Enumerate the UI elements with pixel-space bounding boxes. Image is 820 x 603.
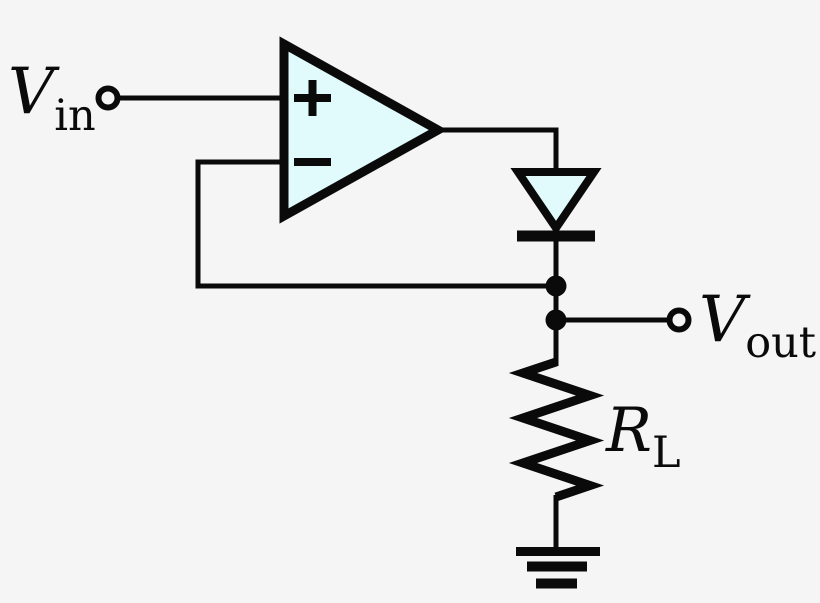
diode-triangle bbox=[510, 168, 602, 236]
load-resistor bbox=[508, 357, 605, 551]
feedback-wire bbox=[195, 159, 556, 289]
load-resistor-label: RL bbox=[605, 395, 681, 478]
input-terminal bbox=[95, 85, 121, 111]
ground-icon bbox=[516, 547, 600, 589]
vin-label: Vin bbox=[8, 55, 96, 141]
opamp-output-wire bbox=[440, 127, 559, 176]
rl-label-main: R bbox=[605, 395, 652, 466]
output-junction-dot bbox=[545, 309, 567, 331]
vout-label: Vout bbox=[699, 283, 816, 368]
vin-label-subscript: in bbox=[54, 91, 95, 141]
output-terminal bbox=[666, 307, 692, 333]
rl-label-subscript: L bbox=[652, 428, 681, 478]
op-amp-triangle bbox=[279, 36, 448, 224]
resistor-zigzag bbox=[508, 357, 605, 502]
feedback-junction-dot bbox=[545, 275, 567, 297]
vout-label-main: V bbox=[699, 283, 751, 357]
plus-marker-icon bbox=[294, 80, 331, 116]
vout-label-subscript: out bbox=[745, 318, 816, 368]
diode bbox=[510, 168, 602, 242]
op-amp bbox=[279, 36, 448, 224]
vin-label-main: V bbox=[8, 55, 60, 129]
